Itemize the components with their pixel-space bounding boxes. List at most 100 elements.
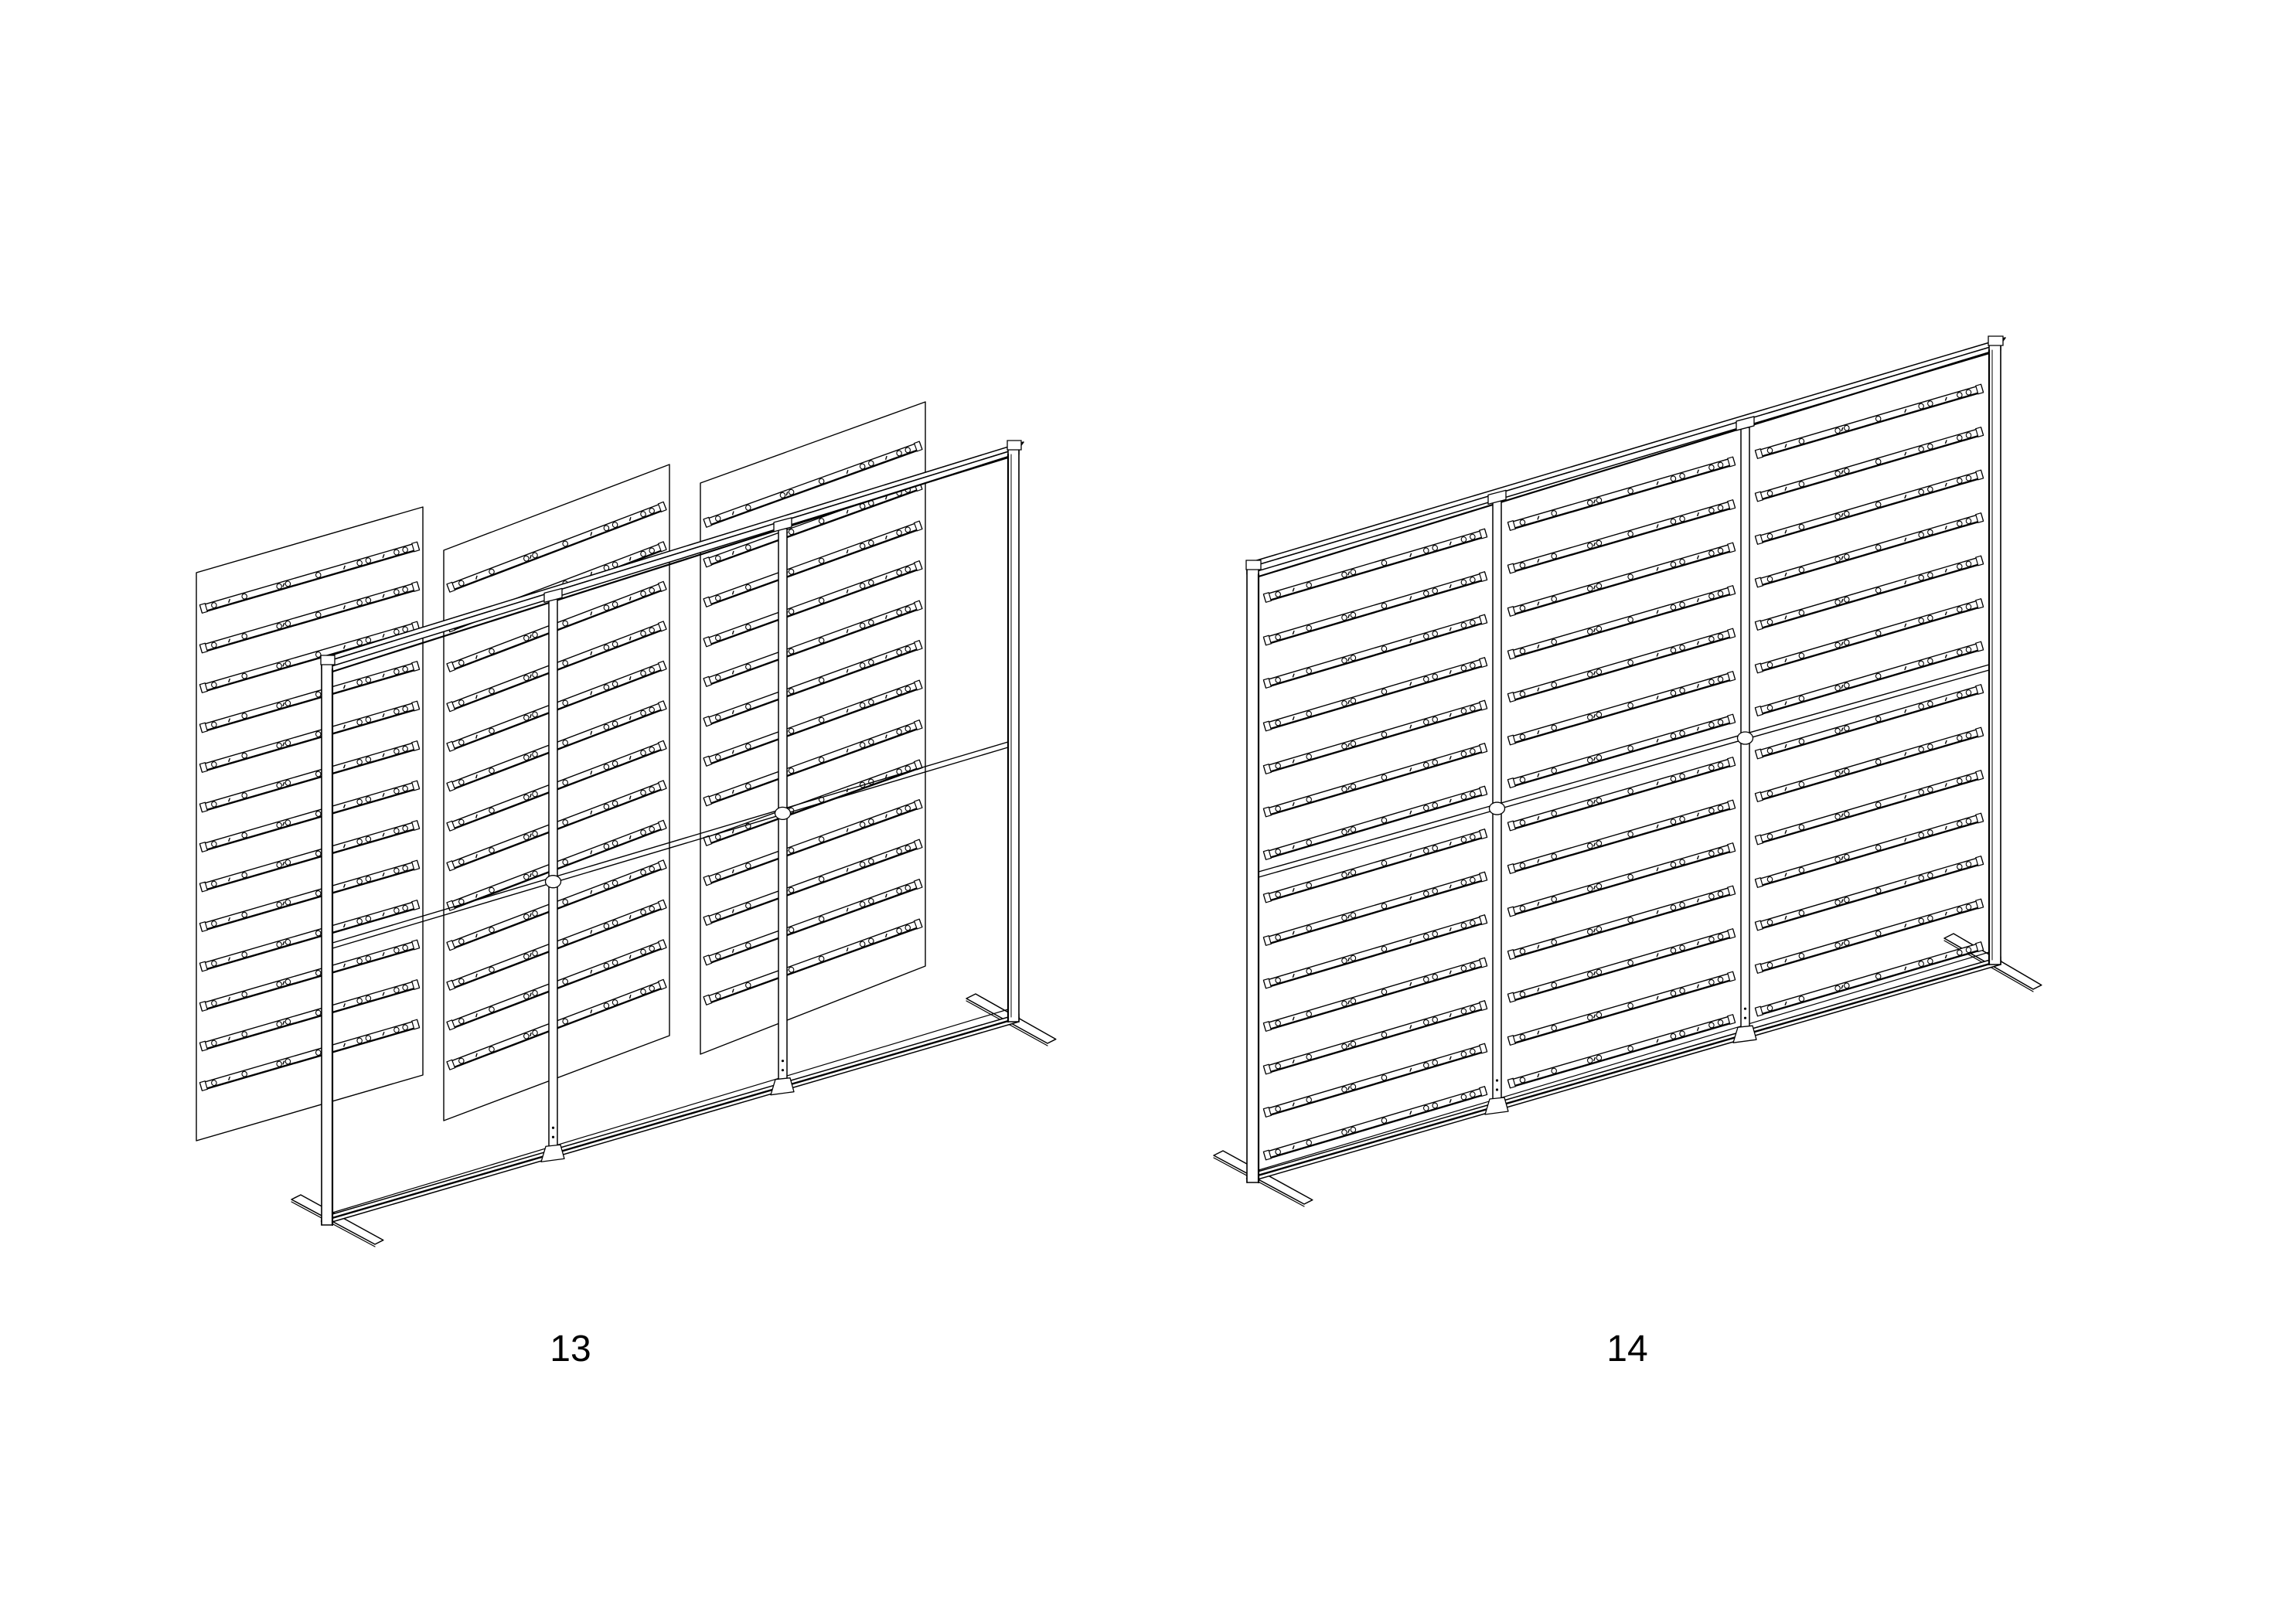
slat-hole xyxy=(640,590,646,597)
display-frame xyxy=(1263,384,1983,1160)
slat-hole xyxy=(1875,801,1882,808)
crossbar-joint xyxy=(775,807,791,819)
slat-hole xyxy=(1708,979,1715,985)
slat-screw xyxy=(1656,524,1659,528)
slat-end-cap xyxy=(703,637,711,647)
slat-hole xyxy=(1587,928,1593,934)
slat-hole xyxy=(1587,800,1593,806)
slat-hole xyxy=(1350,1084,1356,1090)
slat-hole xyxy=(1875,458,1882,464)
slat-hole xyxy=(860,901,866,908)
slat-hole xyxy=(1670,818,1676,825)
slat-hole xyxy=(276,1060,282,1067)
slat-screw xyxy=(1696,985,1699,988)
slat-hole xyxy=(489,927,495,934)
slat-end-cap xyxy=(1507,521,1515,531)
slat-screw xyxy=(1841,728,1844,732)
slat-screw xyxy=(529,914,532,917)
slat-screw xyxy=(1292,716,1295,720)
slat-hole xyxy=(284,939,291,945)
slat-screw xyxy=(884,456,887,460)
slat-hole xyxy=(603,644,609,651)
slat-hole xyxy=(1918,746,1924,752)
slat-hole xyxy=(1708,550,1715,556)
slat-strip xyxy=(703,441,922,527)
slat-hole xyxy=(211,1080,217,1086)
slat-end-cap xyxy=(447,980,455,990)
slat-screw xyxy=(228,1037,231,1041)
slat-hole xyxy=(1470,577,1476,583)
slat-screw xyxy=(731,790,734,794)
slat-hole xyxy=(241,1031,247,1037)
slat-screw xyxy=(629,835,632,839)
slat-hole xyxy=(1519,991,1525,997)
slat-hole xyxy=(1957,520,1963,526)
slat-hole xyxy=(788,767,794,774)
slat-hole xyxy=(1306,796,1312,802)
slat-hole xyxy=(241,1071,247,1077)
slat-strip xyxy=(1507,628,1735,702)
slat-hole xyxy=(458,739,465,746)
slat-end-cap xyxy=(1263,850,1271,860)
slat-screw xyxy=(1784,573,1787,577)
slat-hole xyxy=(1957,434,1963,441)
slat-hole xyxy=(640,750,646,757)
slat-screw xyxy=(1593,586,1596,590)
slat-hole xyxy=(1918,446,1924,452)
slat-screw xyxy=(1696,512,1699,516)
slat-hole xyxy=(1957,735,1963,741)
slat-end-cap xyxy=(659,740,666,750)
slat-screw xyxy=(884,735,887,739)
slat-end-cap xyxy=(1263,893,1271,903)
slat-end-cap xyxy=(1728,672,1736,682)
slat-end-cap xyxy=(447,781,455,791)
slat-hole xyxy=(1350,1041,1356,1047)
slat-screw xyxy=(846,749,849,753)
slat-screw xyxy=(1537,816,1540,820)
slat-screw xyxy=(1292,1060,1295,1063)
slat-hole xyxy=(1306,1053,1312,1060)
slat-hole xyxy=(458,1018,465,1025)
slat-hole xyxy=(1798,953,1804,959)
slat-end-cap xyxy=(703,955,711,965)
slat-hole xyxy=(315,652,322,658)
slat-screw xyxy=(731,631,734,635)
slat-hole xyxy=(818,836,824,843)
slat-hole xyxy=(745,664,751,671)
slat-hole xyxy=(489,727,495,734)
slat-hole xyxy=(489,1006,495,1013)
slat-screw xyxy=(529,834,532,838)
slat-hole xyxy=(1766,962,1773,968)
slat-hole xyxy=(788,727,794,734)
slat-hole xyxy=(1627,917,1633,923)
slat-hole xyxy=(402,746,408,752)
slat-screw xyxy=(731,830,734,834)
slat-end-cap xyxy=(659,701,666,711)
slat-end-cap xyxy=(1728,929,1736,939)
slat-hole xyxy=(788,608,794,615)
slat-screw xyxy=(590,611,593,615)
slat-hole xyxy=(1423,890,1429,897)
slat-hole xyxy=(1627,531,1633,537)
slat-hole xyxy=(1551,638,1557,645)
slat-hole xyxy=(1627,960,1633,966)
slat-hole xyxy=(356,798,363,805)
slat-hole xyxy=(1679,859,1685,865)
slat-end-cap xyxy=(412,860,420,870)
slat-hole xyxy=(1918,789,1924,795)
slat-hole xyxy=(365,1035,371,1041)
slat-hole xyxy=(640,550,646,557)
slat-screw xyxy=(228,798,231,802)
slat-hole xyxy=(788,966,794,973)
slat-screw xyxy=(382,833,385,837)
slat-hole xyxy=(818,478,824,485)
slat-screw xyxy=(1656,953,1659,957)
slat-hole xyxy=(1432,587,1438,594)
slat-hole xyxy=(1927,787,1933,793)
slat-hole xyxy=(1718,890,1724,897)
slat-end-cap xyxy=(1755,749,1763,759)
slat-strip xyxy=(199,940,419,1011)
right-post-body xyxy=(1008,448,1019,1022)
slat-hole xyxy=(276,782,282,788)
middle-post xyxy=(1733,417,1756,1043)
